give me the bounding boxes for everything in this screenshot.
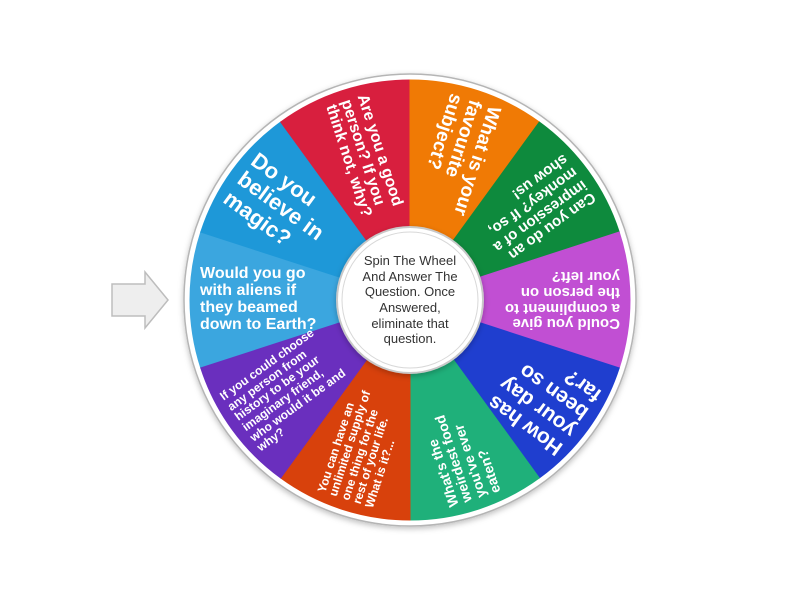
center-instructions: Spin The Wheel And Answer The Question. … (362, 253, 458, 347)
segment-label-aliens: Would you go with aliens if they beamed … (200, 240, 318, 360)
wheel-segment (408, 231, 631, 369)
segment-text: Would you go with aliens if they beamed … (200, 265, 317, 333)
center-hub-inner-ring (341, 231, 479, 369)
pointer-arrow-icon (111, 269, 169, 331)
center-hub (336, 226, 484, 374)
wheel-segment (189, 231, 412, 369)
